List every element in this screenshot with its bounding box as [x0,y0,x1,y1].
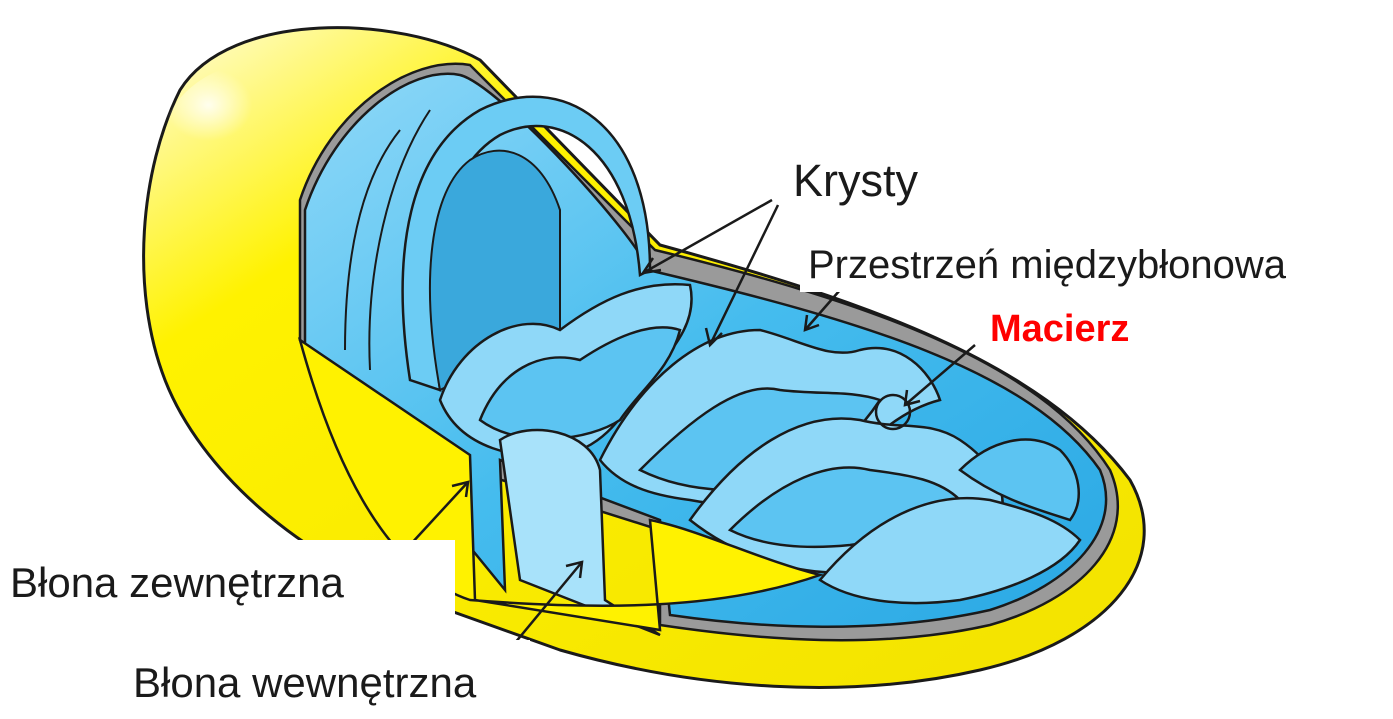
label-intermembrane-space: Przestrzeń międzybłonowa [808,245,1286,285]
label-cristae: Krysty [793,158,918,203]
label-inner-membrane: Błona wewnętrzna [133,662,476,704]
label-matrix: Macierz [990,310,1129,348]
label-outer-membrane: Błona zewnętrzna [10,562,344,604]
